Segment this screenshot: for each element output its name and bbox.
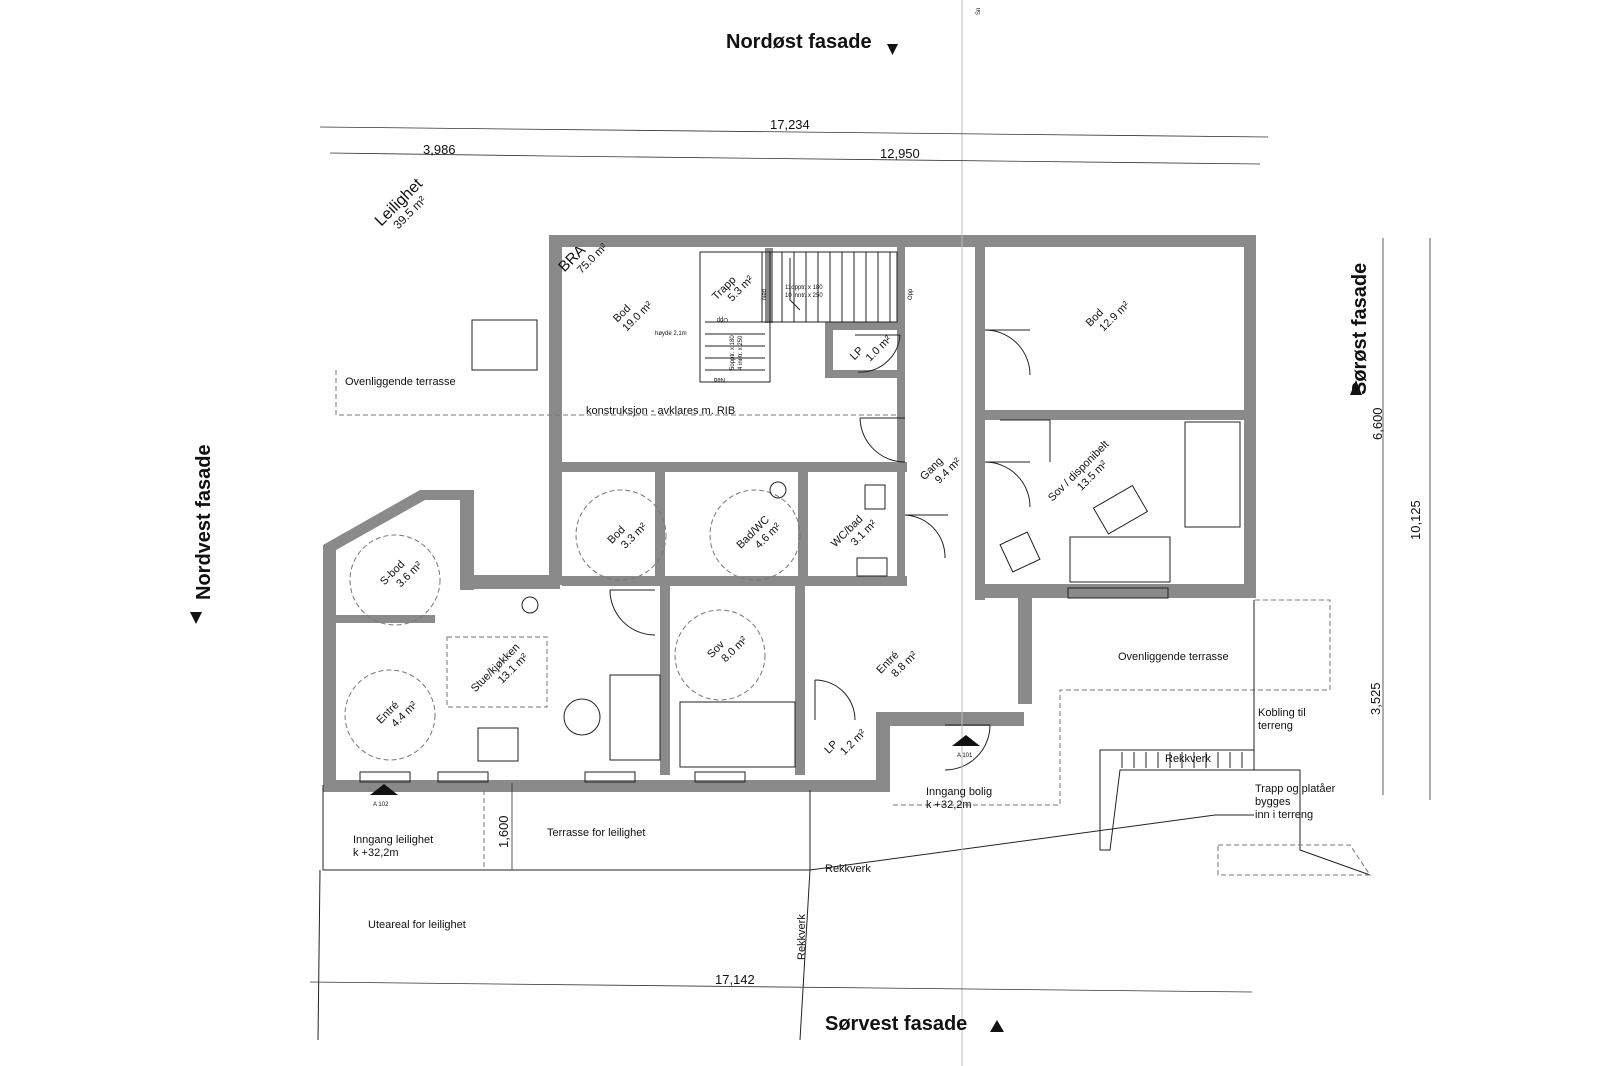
note-trapp-plataer: Trapp og platåer bygges inn i terreng bbox=[1255, 783, 1336, 821]
svg-text:LP: LP bbox=[822, 738, 840, 756]
doors bbox=[609, 329, 1051, 771]
svg-text:Kobling til: Kobling til bbox=[1258, 707, 1306, 719]
note-rekkverk-right: Rekkverk bbox=[1165, 753, 1211, 765]
room-bod-right: Bod 12.9 m² bbox=[1084, 299, 1133, 334]
svg-text:A 102: A 102 bbox=[373, 802, 389, 808]
facade-south-west: Sørvest fasade bbox=[825, 1013, 967, 1035]
stair-main bbox=[699, 251, 898, 383]
note-stair-spec-2: 10 inntr. x 250 bbox=[785, 293, 823, 299]
note-terrace-upper-left: Ovenliggende terrasse bbox=[345, 376, 456, 388]
terraces-and-grounds bbox=[317, 319, 1371, 1041]
dim-right-lower: 3,525 bbox=[1368, 682, 1383, 715]
room-bod-small: Bod 3.3 m² bbox=[605, 520, 649, 551]
room-lp-bottom: LP 1.2 m² bbox=[822, 727, 869, 758]
top-edge-text: Sn bbox=[976, 8, 982, 15]
facade-south-east: Sørøst fasade bbox=[1349, 263, 1371, 395]
svg-text:Inngang bolig: Inngang bolig bbox=[926, 786, 992, 798]
note-terrace-right: Ovenliggende terrasse bbox=[1118, 651, 1229, 663]
svg-text:A 101: A 101 bbox=[957, 753, 973, 759]
dim-apartment-width: 3,986 bbox=[423, 142, 456, 157]
note-stair-spec-4: 4 inntr. x 250 bbox=[738, 335, 744, 370]
room-entre-apt: Entré 4.4 m² bbox=[374, 699, 420, 730]
arrow-down-icon bbox=[190, 612, 202, 624]
facade-north-east: Nordøst fasade bbox=[726, 31, 872, 53]
furniture bbox=[446, 421, 1241, 768]
note-inngang-bolig: Inngang bolig k +32,2m bbox=[926, 786, 992, 811]
svg-text:LP: LP bbox=[848, 345, 866, 363]
arrow-up-icon bbox=[990, 1020, 1004, 1032]
room-lp-top: LP 1.0 m² bbox=[848, 333, 894, 364]
note-stair-opp: Opp bbox=[908, 288, 914, 300]
room-bad-wc: Bad/WC 4.6 m² bbox=[734, 514, 783, 551]
room-trapp: Trapp 5.3 m² bbox=[710, 273, 756, 304]
note-construction: konstruksjon - avklares m. RIB bbox=[586, 405, 735, 417]
dim-right-total: 10,125 bbox=[1408, 500, 1423, 540]
svg-text:k +32,2m: k +32,2m bbox=[353, 847, 399, 859]
note-stair-opp-small: Opp bbox=[716, 316, 728, 322]
note-stair-spec-1: 11opptr. x 180 bbox=[785, 285, 823, 291]
dim-main-width: 12,950 bbox=[880, 146, 920, 161]
window-marks bbox=[359, 587, 1169, 783]
room-sov-disp: Sov / disponibelt 13.5 m² bbox=[1046, 438, 1112, 504]
note-hoyde: høyde 2,1m bbox=[655, 331, 687, 337]
note-inngang-leilighet: Inngang leilighet k +32,2m bbox=[353, 834, 433, 859]
section-marker-a101: A 101 bbox=[952, 735, 980, 759]
room-s-bod: S-bod 3.6 m² bbox=[378, 558, 425, 589]
note-rekkverk-vertical: Rekkverk bbox=[796, 914, 808, 960]
svg-text:bygges: bygges bbox=[1255, 796, 1291, 808]
note-rekkverk-bottom: Rekkverk bbox=[825, 863, 871, 875]
room-entre-main: Entré 8.8 m² bbox=[874, 649, 920, 680]
arrow-up-icon bbox=[1350, 380, 1362, 395]
facade-north-west: Nordvest fasade bbox=[193, 444, 215, 600]
svg-text:inn i terreng: inn i terreng bbox=[1255, 809, 1313, 821]
apartment-area-label: Leilighet 39.5 m² bbox=[372, 175, 429, 232]
svg-text:terreng: terreng bbox=[1258, 720, 1293, 732]
dim-terrace-depth: 1,600 bbox=[496, 815, 511, 848]
svg-text:1.2 m²: 1.2 m² bbox=[838, 727, 869, 758]
dimension-lines bbox=[309, 126, 1431, 993]
note-stair-ned: Ned bbox=[762, 289, 768, 300]
section-marker-a102: A 102 bbox=[370, 784, 398, 808]
svg-text:k +32,2m: k +32,2m bbox=[926, 799, 972, 811]
note-terrasse-leilighet: Terrasse for leilighet bbox=[547, 827, 645, 839]
svg-text:Trapp og platåer: Trapp og platåer bbox=[1255, 783, 1336, 795]
room-sov: Sov 8.0 m² bbox=[705, 634, 750, 665]
dim-right-upper: 6,600 bbox=[1370, 407, 1385, 440]
note-kobling: Kobling til terreng bbox=[1258, 707, 1306, 732]
svg-text:Inngang leilighet: Inngang leilighet bbox=[353, 834, 433, 846]
room-bod-large: Bod 19.0 m² bbox=[611, 299, 655, 334]
exterior-walls bbox=[323, 235, 1256, 792]
room-wc-bad: WC/bad 3.1 m² bbox=[829, 513, 880, 550]
note-stair-spec-3: 5opptr. x 180 bbox=[730, 335, 736, 370]
dim-total-bottom: 17,142 bbox=[715, 972, 755, 987]
room-gang: Gang 9.4 m² bbox=[918, 455, 964, 486]
dim-total-top: 17,234 bbox=[770, 117, 810, 132]
arrow-down-icon bbox=[887, 44, 898, 55]
room-stue: Stue/kjøkken 13.1 m² bbox=[469, 641, 531, 694]
note-stair-ned-small: Ned bbox=[714, 376, 725, 382]
room-circles bbox=[344, 489, 801, 761]
note-uteareal: Uteareal for leilighet bbox=[368, 919, 466, 931]
